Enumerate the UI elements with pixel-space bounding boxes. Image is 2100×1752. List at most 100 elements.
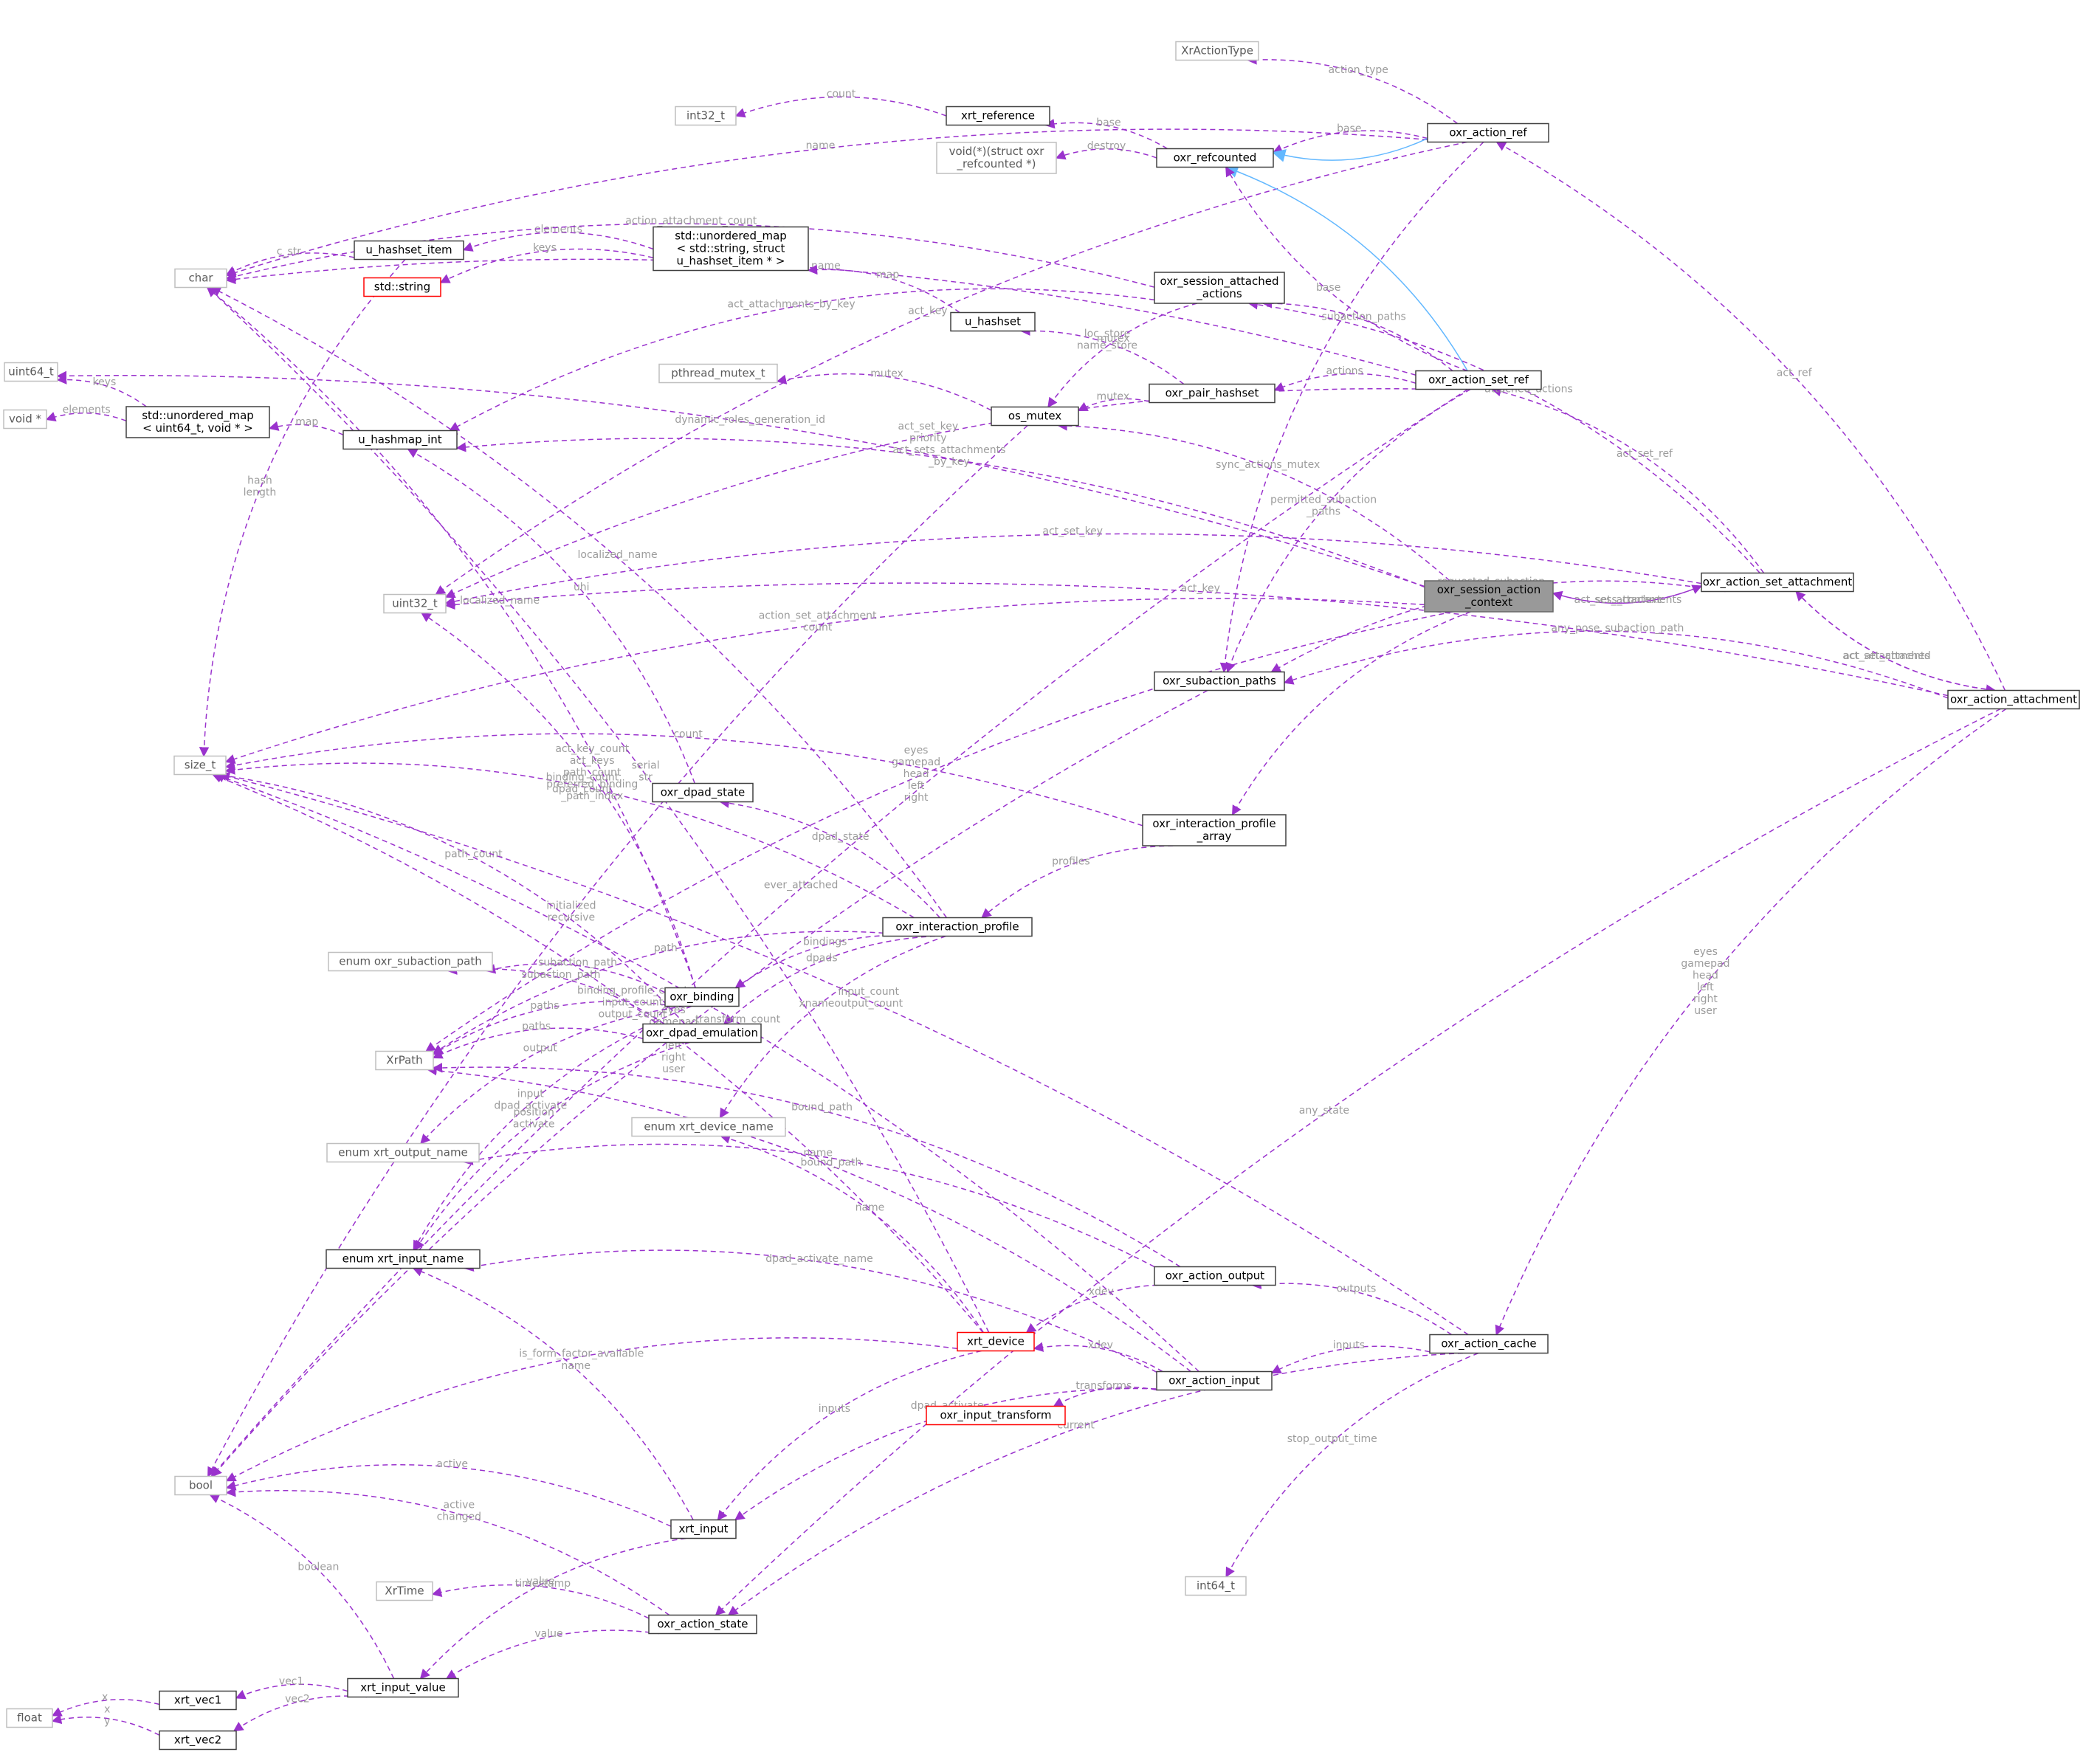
edge-label-line: name [561, 1360, 591, 1372]
node-xractiontype: XrActionType [1175, 41, 1259, 61]
node-xrt-vec2[interactable]: xrt_vec2 [159, 1730, 237, 1751]
edge-label-line: name [856, 1201, 885, 1213]
edge-line [734, 934, 924, 989]
node-oxr-subaction-paths[interactable]: oxr_subaction_paths [1154, 671, 1285, 692]
edge-line [224, 762, 915, 919]
node-oxr-binding[interactable]: oxr_binding [664, 987, 740, 1007]
node-oxr-dpad-state[interactable]: oxr_dpad_state [652, 782, 754, 803]
edge-oxr_binding-to-char: localized_name [206, 286, 696, 988]
node-stdstring[interactable]: std::string [363, 277, 441, 297]
node-oxr-interaction-profile[interactable]: oxr_interaction_profile [882, 917, 1033, 937]
node-label-line: oxr_interaction_profile [895, 920, 1019, 934]
edge-line [1047, 303, 1198, 408]
node-os-mutex[interactable]: os_mutex [991, 406, 1079, 427]
node-oxr-action-set-attachment[interactable]: oxr_action_set_attachment [1701, 572, 1854, 593]
node-oxr-pair-hashset[interactable]: oxr_pair_hashset [1149, 383, 1276, 404]
edge-label-line: inputs [819, 1403, 850, 1415]
node-label-line: float [17, 1711, 42, 1725]
node-oxr-dpad-emulation[interactable]: oxr_dpad_emulation [642, 1023, 762, 1044]
edge-label: c_str [277, 246, 301, 258]
edge-label-line: dpads [806, 952, 838, 964]
edge-label-line: subaction_paths [1322, 311, 1406, 323]
edge-line [720, 1134, 984, 1333]
edge-oxr_action_input-to-enum_input: dpad_activate_name [463, 1249, 1157, 1373]
edge-label: localized_name [578, 549, 658, 561]
edge-label-line: gamepad [892, 756, 940, 768]
edge-label: name [811, 260, 841, 272]
node-oxr-action-input[interactable]: oxr_action_input [1156, 1370, 1273, 1391]
node-box [670, 1519, 737, 1539]
edge-line [485, 963, 666, 993]
edge-label: stop_output_time [1287, 1433, 1377, 1445]
node-label-line: u_hashset [965, 315, 1021, 329]
edge-label: mutex [870, 368, 903, 379]
node-oxr-session-attached-actions[interactable]: oxr_session_attached_actions [1154, 272, 1285, 304]
edge-xrt_device-to-enum_device: name [720, 1134, 984, 1333]
node-label: oxr_binding [669, 990, 734, 1004]
edge-label: inputs [819, 1403, 850, 1415]
node-oxr-input-transform[interactable]: oxr_input_transform [926, 1405, 1066, 1426]
node-int32: int32_t [675, 106, 737, 126]
node-u-hashset[interactable]: u_hashset [950, 311, 1036, 332]
edge-label-line: act_ref [1777, 368, 1813, 379]
edge-label-line: active [436, 1458, 468, 1470]
node-box [1185, 1576, 1247, 1596]
node-label: oxr_session_attached_actions [1160, 275, 1279, 301]
node-oxr-session-action-context[interactable]: oxr_session_action_context [1424, 580, 1554, 613]
node-u-hashmap-int[interactable]: u_hashmap_int [342, 430, 458, 450]
edge-oxr_action_ref-to-oxr_refcounted [1272, 137, 1428, 162]
edge-line [444, 582, 1949, 697]
edge-label-line: initialized [546, 900, 596, 911]
node-label-line: char [188, 272, 213, 285]
node-box [1156, 148, 1274, 168]
node-oxr-action-ref[interactable]: oxr_action_ref [1427, 123, 1549, 143]
edge-oxr_action_input-to-sizet: transform_count [214, 773, 1199, 1373]
node-label-line: bool [189, 1479, 213, 1492]
edge-label-line: current [1057, 1420, 1095, 1432]
node-oxr-action-attachment[interactable]: oxr_action_attachment [1947, 689, 2080, 710]
edge-line [1795, 590, 1997, 694]
edge-line [225, 1487, 670, 1616]
node-xrt-vec1[interactable]: xrt_vec1 [159, 1690, 237, 1711]
edge-line [1019, 325, 1185, 385]
node-oxr-action-output[interactable]: oxr_action_output [1154, 1266, 1276, 1286]
node-enum-input[interactable]: enum xrt_input_name [326, 1249, 481, 1269]
edge-label-line: input_count [602, 997, 664, 1009]
edge-label-line: boolean [297, 1562, 339, 1573]
edge-xrt_input-to-bool: active [225, 1458, 672, 1527]
node-box [363, 277, 441, 297]
edge-xrt_reference-to-int32: count [734, 88, 947, 118]
node-oxr-refcounted[interactable]: oxr_refcounted [1156, 148, 1274, 168]
edge-label: mutex [1097, 333, 1130, 345]
edge-label-line: path_count [444, 849, 503, 861]
node-xrt-input-value[interactable]: xrt_input_value [347, 1677, 459, 1698]
node-oxr-interaction-profile-array[interactable]: oxr_interaction_profile_array [1142, 814, 1287, 846]
edge-line [1272, 130, 1428, 154]
edge-label-line: eyes [1693, 946, 1718, 958]
node-xrt-reference[interactable]: xrt_reference [946, 106, 1050, 126]
node-oxr-action-state[interactable]: oxr_action_state [648, 1614, 757, 1635]
edge-line [1272, 137, 1428, 162]
node-oxr-action-set-ref[interactable]: oxr_action_set_ref [1415, 370, 1542, 390]
edge-line [717, 1350, 982, 1521]
node-xrt-device[interactable]: xrt_device [957, 1331, 1035, 1352]
node-label: oxr_action_input [1168, 1374, 1260, 1388]
node-xrt-input[interactable]: xrt_input [670, 1519, 737, 1539]
edge-label-line: head [1693, 970, 1718, 982]
edge-oxr_refcounted-to-voidfn: destroy [1055, 140, 1157, 160]
edge-line [225, 258, 1416, 376]
node-box [173, 755, 227, 776]
edge-label: map [876, 269, 899, 280]
node-label-line: oxr_action_ref [1449, 126, 1527, 140]
edge-label-line: mutex [1097, 333, 1130, 345]
node-oxr-action-cache[interactable]: oxr_action_cache [1429, 1334, 1549, 1354]
node-u-hashset-item[interactable]: u_hashset_item [354, 240, 464, 261]
node-label-line: enum oxr_subaction_path [339, 955, 482, 969]
node-umap-uint64[interactable]: std::unordered_map< uint64_t, void * > [125, 406, 270, 438]
